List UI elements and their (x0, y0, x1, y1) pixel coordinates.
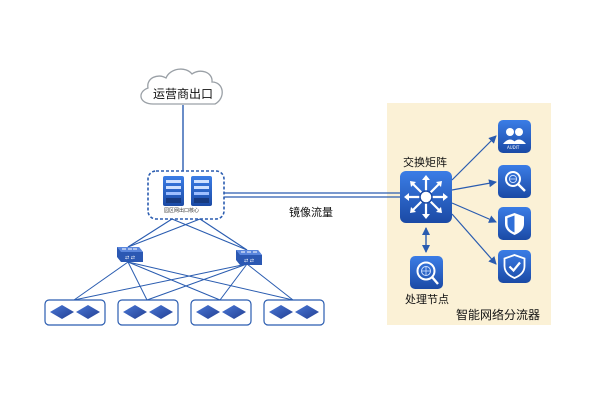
cloud-icon (140, 68, 223, 105)
distribution-switch-right-icon: ⇄ ⇄ (236, 250, 262, 265)
audit-icon (498, 120, 531, 153)
svg-text:⇄ ⇄: ⇄ ⇄ (244, 258, 254, 264)
svg-text:⇄ ⇄: ⇄ ⇄ (125, 255, 135, 261)
mirror-traffic-label: 镜像流量 (289, 206, 333, 219)
distribution-switch-left-icon: ⇄ ⇄ (117, 247, 143, 262)
cloud-label: 运营商出口 (153, 87, 214, 101)
core-label: 园区网出口核心 (164, 208, 200, 214)
access-device-icon (50, 305, 74, 319)
splitter-label: 智能网络分流器 (456, 308, 541, 322)
core-server-2-icon (191, 176, 212, 206)
tool-arrows (451, 135, 497, 265)
access-group-4 (263, 299, 325, 326)
access-group-3 (190, 299, 252, 326)
processing-node-label: 处理节点 (405, 293, 449, 306)
access-device-icon (76, 305, 100, 319)
core-server-1-icon (163, 176, 184, 206)
access-device-icon (196, 305, 220, 319)
security-shield-icon (498, 207, 531, 240)
core-group-box (147, 170, 225, 220)
mirror-link (224, 192, 400, 198)
access-device-icon (269, 305, 293, 319)
exchange-matrix-icon (400, 171, 452, 223)
audit-text: AUDIT (507, 145, 520, 150)
network-search-icon (498, 165, 531, 198)
processing-node-icon (410, 256, 443, 289)
check-shield-icon (498, 250, 531, 283)
access-device-icon (222, 305, 246, 319)
exchange-matrix-label: 交换矩阵 (403, 156, 447, 169)
access-group-1 (44, 299, 106, 326)
core-links (127, 218, 248, 251)
access-group-2 (117, 299, 179, 326)
access-device-icon (295, 305, 319, 319)
access-links (73, 261, 294, 301)
access-device-icon (149, 305, 173, 319)
access-device-icon (123, 305, 147, 319)
